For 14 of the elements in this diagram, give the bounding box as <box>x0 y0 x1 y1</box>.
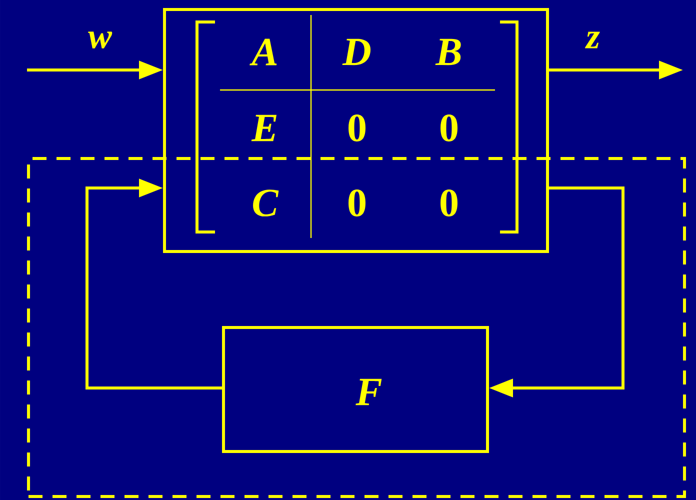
node-label: F <box>356 378 382 406</box>
matrix-entry: D <box>342 38 370 66</box>
matrix-entry: 0 <box>440 190 458 216</box>
edge-label: z <box>584 32 600 48</box>
matrix-entry: B <box>435 38 461 66</box>
matrix-entry: 0 <box>348 190 366 216</box>
matrix-entry: 0 <box>348 114 366 142</box>
arrow <box>86 178 222 390</box>
matrix-entry: A <box>250 38 277 66</box>
matrix-entry: E <box>251 114 277 142</box>
matrix-entry: C <box>253 190 279 216</box>
dashed-frame <box>27 157 686 498</box>
edge-label: w <box>88 32 112 48</box>
matrix-entry: 0 <box>440 114 458 142</box>
